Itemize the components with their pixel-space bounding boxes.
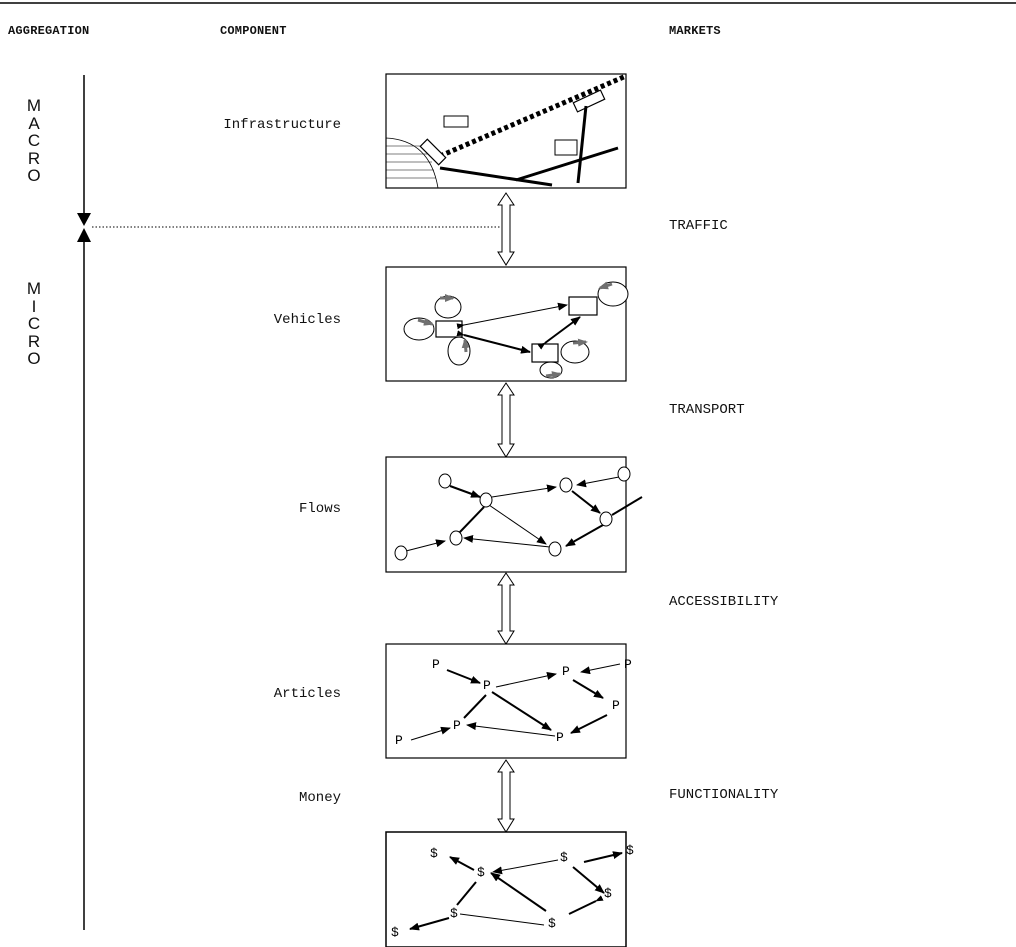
- article-node: P: [395, 733, 403, 748]
- vehicle-2: [568, 296, 598, 316]
- article-node: P: [624, 657, 632, 672]
- market-traffic: TRAFFIC: [669, 218, 728, 234]
- terminal-b: [572, 89, 606, 113]
- node-rect-1: [443, 115, 469, 128]
- double-arrow-2: [497, 382, 515, 458]
- double-arrow-1: [497, 192, 515, 266]
- money-node: $: [430, 846, 438, 861]
- money-node: $: [604, 886, 612, 901]
- article-node: P: [562, 664, 570, 679]
- article-node: P: [432, 657, 440, 672]
- money-node: $: [626, 843, 634, 858]
- node-rect-2: [554, 139, 578, 156]
- money-node: $: [477, 865, 485, 880]
- micro-label: M I C R O: [26, 279, 42, 368]
- component-vehicles: Vehicles: [273, 312, 341, 328]
- articles-panel: [385, 643, 627, 759]
- macro-label: M A C R O: [26, 96, 42, 185]
- flows-panel: [385, 456, 643, 573]
- infrastructure-panel: [385, 73, 627, 189]
- article-node: P: [556, 730, 564, 745]
- terminal-a: [419, 138, 447, 166]
- double-arrow-4: [497, 759, 515, 833]
- vehicle-1: [435, 320, 463, 338]
- component-infrastructure: Infrastructure: [223, 117, 341, 133]
- article-node: P: [483, 678, 491, 693]
- market-functionality: FUNCTIONALITY: [669, 787, 779, 803]
- money-node: $: [560, 850, 568, 865]
- dotted-route: [439, 74, 626, 159]
- component-header: COMPONENT: [220, 24, 287, 38]
- markets-header: MARKETS: [669, 24, 721, 38]
- market-transport: TRANSPORT: [669, 402, 745, 418]
- money-node: $: [450, 906, 458, 921]
- vehicle-3: [531, 343, 559, 363]
- article-node: P: [612, 698, 620, 713]
- component-articles: Articles: [273, 686, 341, 702]
- article-node: P: [453, 718, 461, 733]
- money-node: $: [548, 916, 556, 931]
- component-money: Money: [298, 790, 341, 806]
- money-panel: [385, 831, 627, 947]
- component-flows: Flows: [298, 501, 341, 517]
- vehicles-panel: [385, 266, 629, 382]
- money-node: $: [391, 925, 399, 940]
- market-accessibility: ACCESSIBILITY: [669, 594, 779, 610]
- aggregation-header: AGGREGATION: [8, 24, 90, 38]
- city-area: [386, 137, 439, 188]
- double-arrow-3: [497, 572, 515, 645]
- aggregation-axis: [77, 75, 502, 930]
